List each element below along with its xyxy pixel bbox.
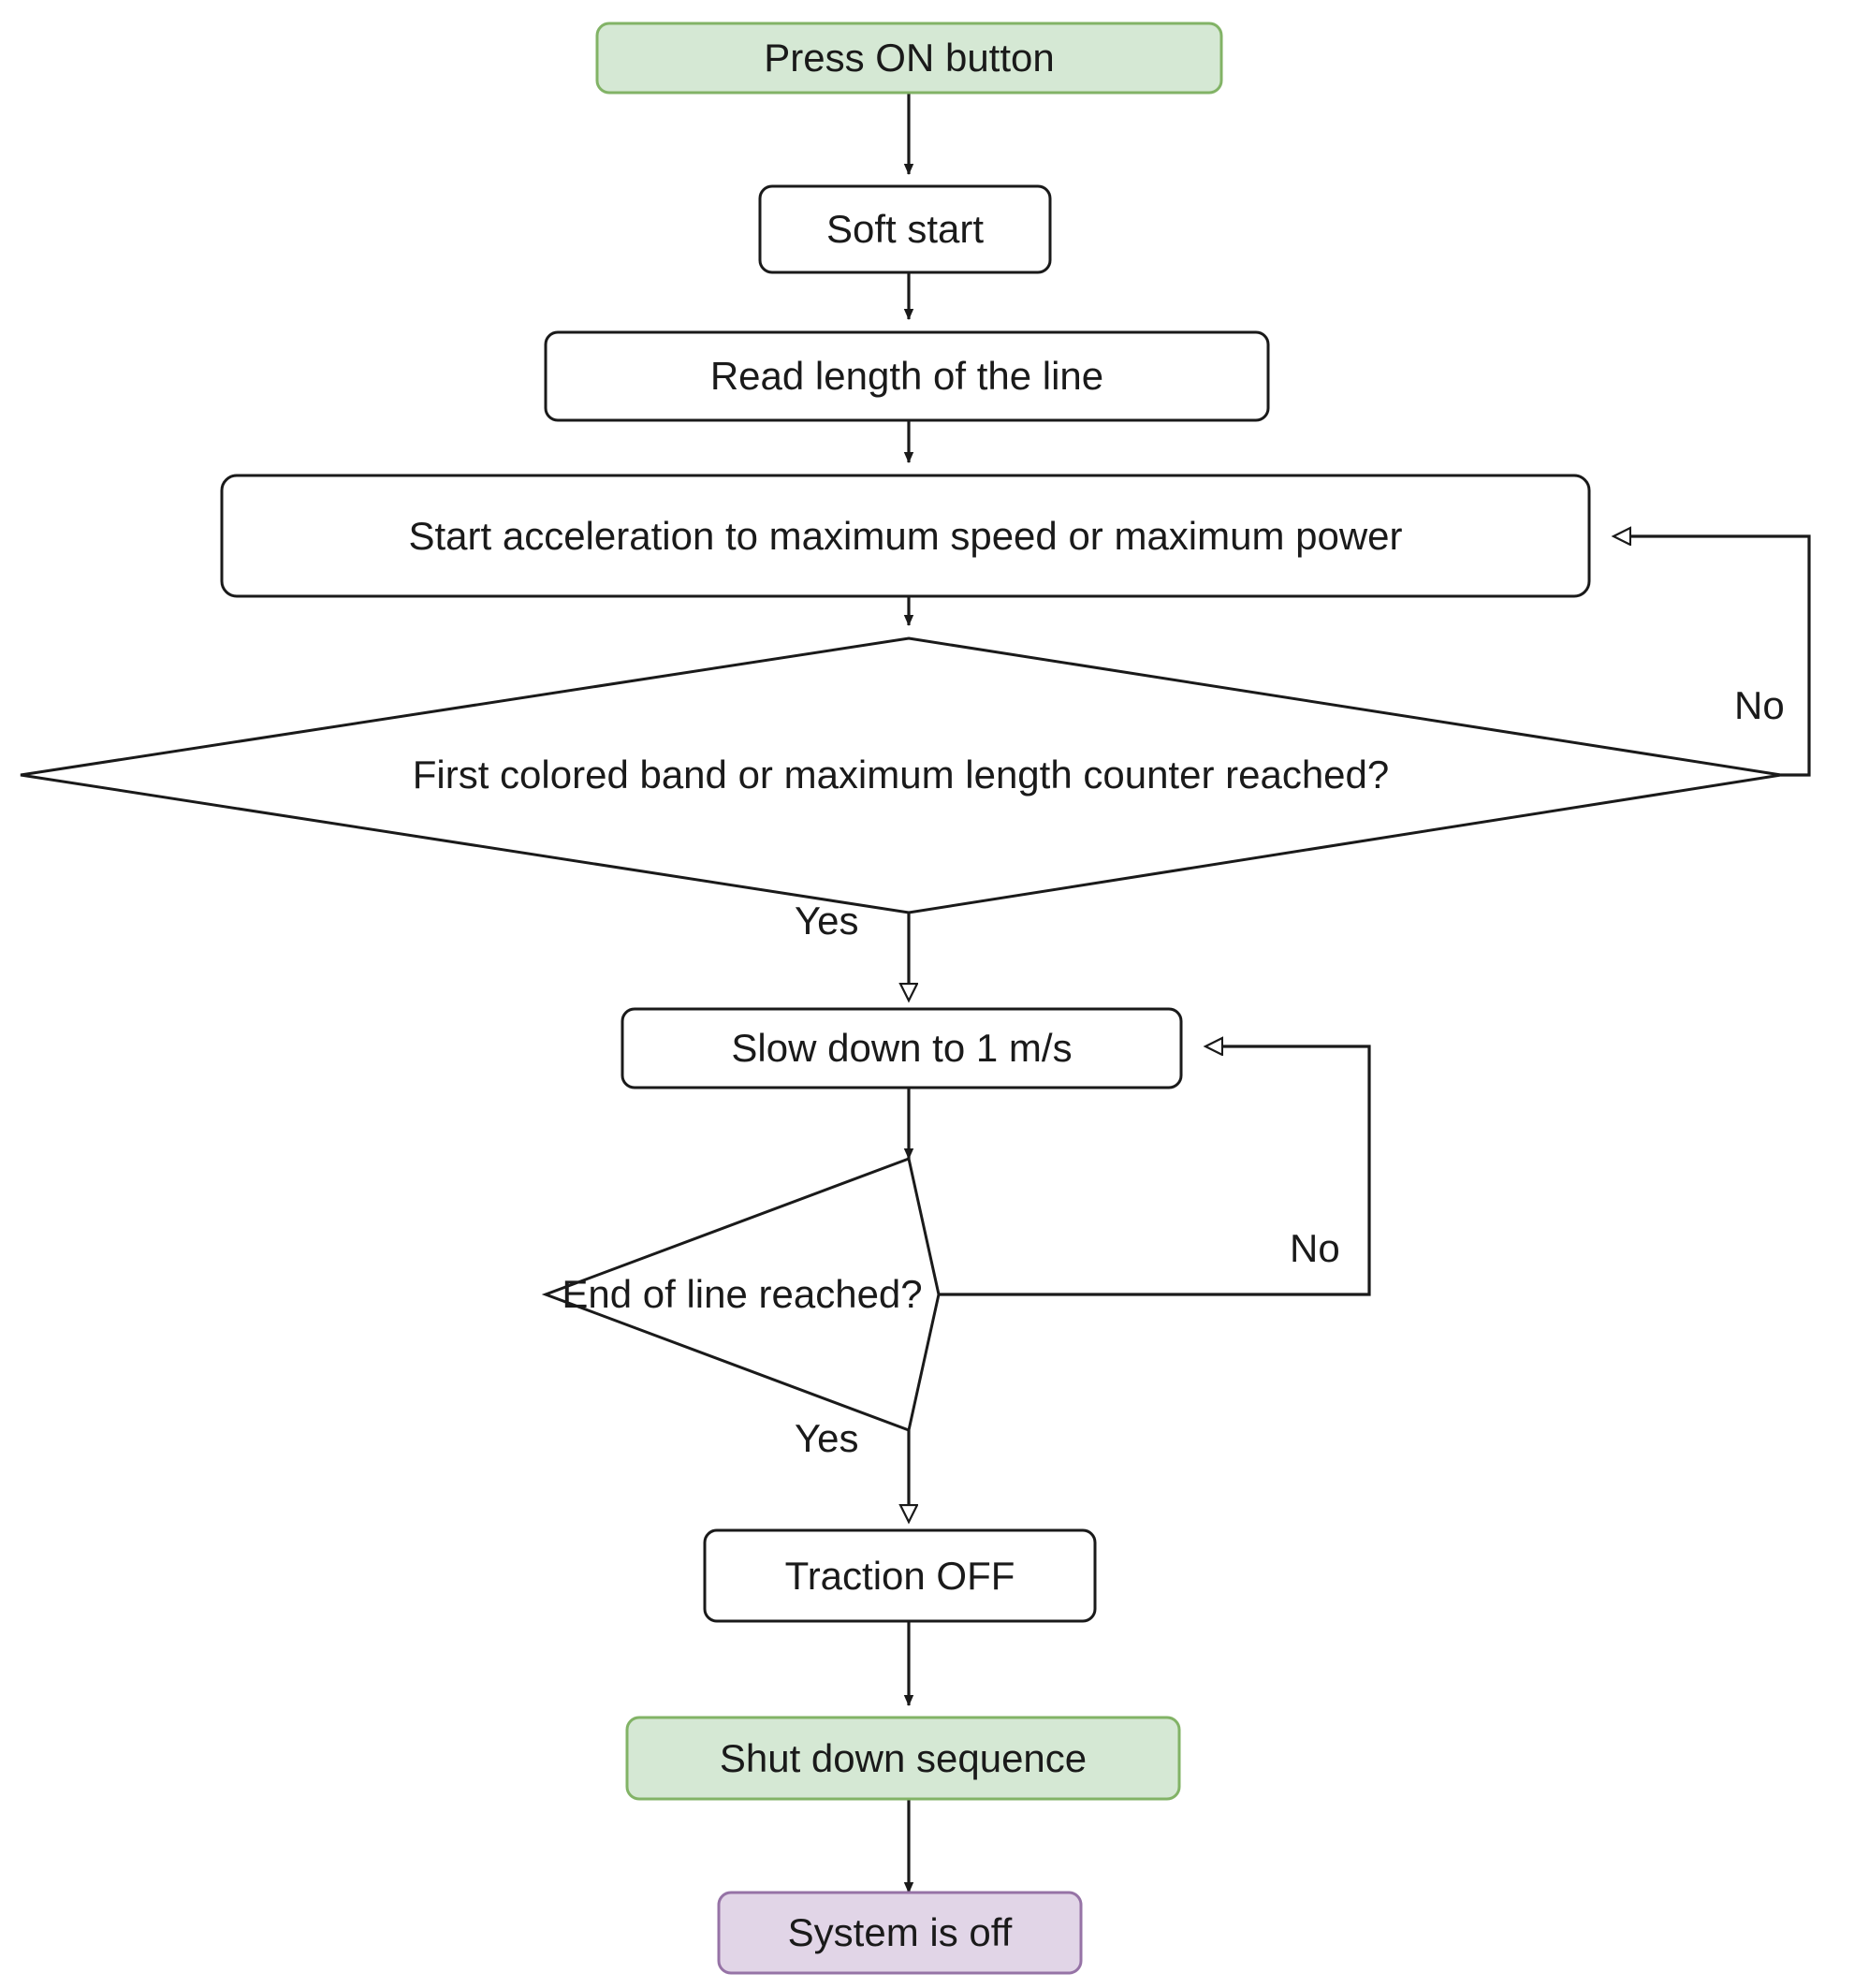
node-decision-1[interactable]: [20, 636, 1782, 914]
node-decision-2[interactable]: [541, 1156, 941, 1433]
node-start-accel[interactable]: [220, 474, 1591, 598]
node-slow-down[interactable]: [621, 1007, 1183, 1089]
edge-decision-1-no-loop: [1614, 536, 1811, 777]
node-system-off[interactable]: [717, 1891, 1083, 1975]
node-read-length[interactable]: [544, 330, 1270, 422]
node-press-on[interactable]: [595, 22, 1223, 95]
edge-decision-2-no-loop: [939, 1046, 1371, 1296]
node-traction-off[interactable]: [703, 1528, 1097, 1623]
node-shut-down[interactable]: [625, 1716, 1181, 1801]
node-soft-start[interactable]: [758, 184, 1052, 274]
